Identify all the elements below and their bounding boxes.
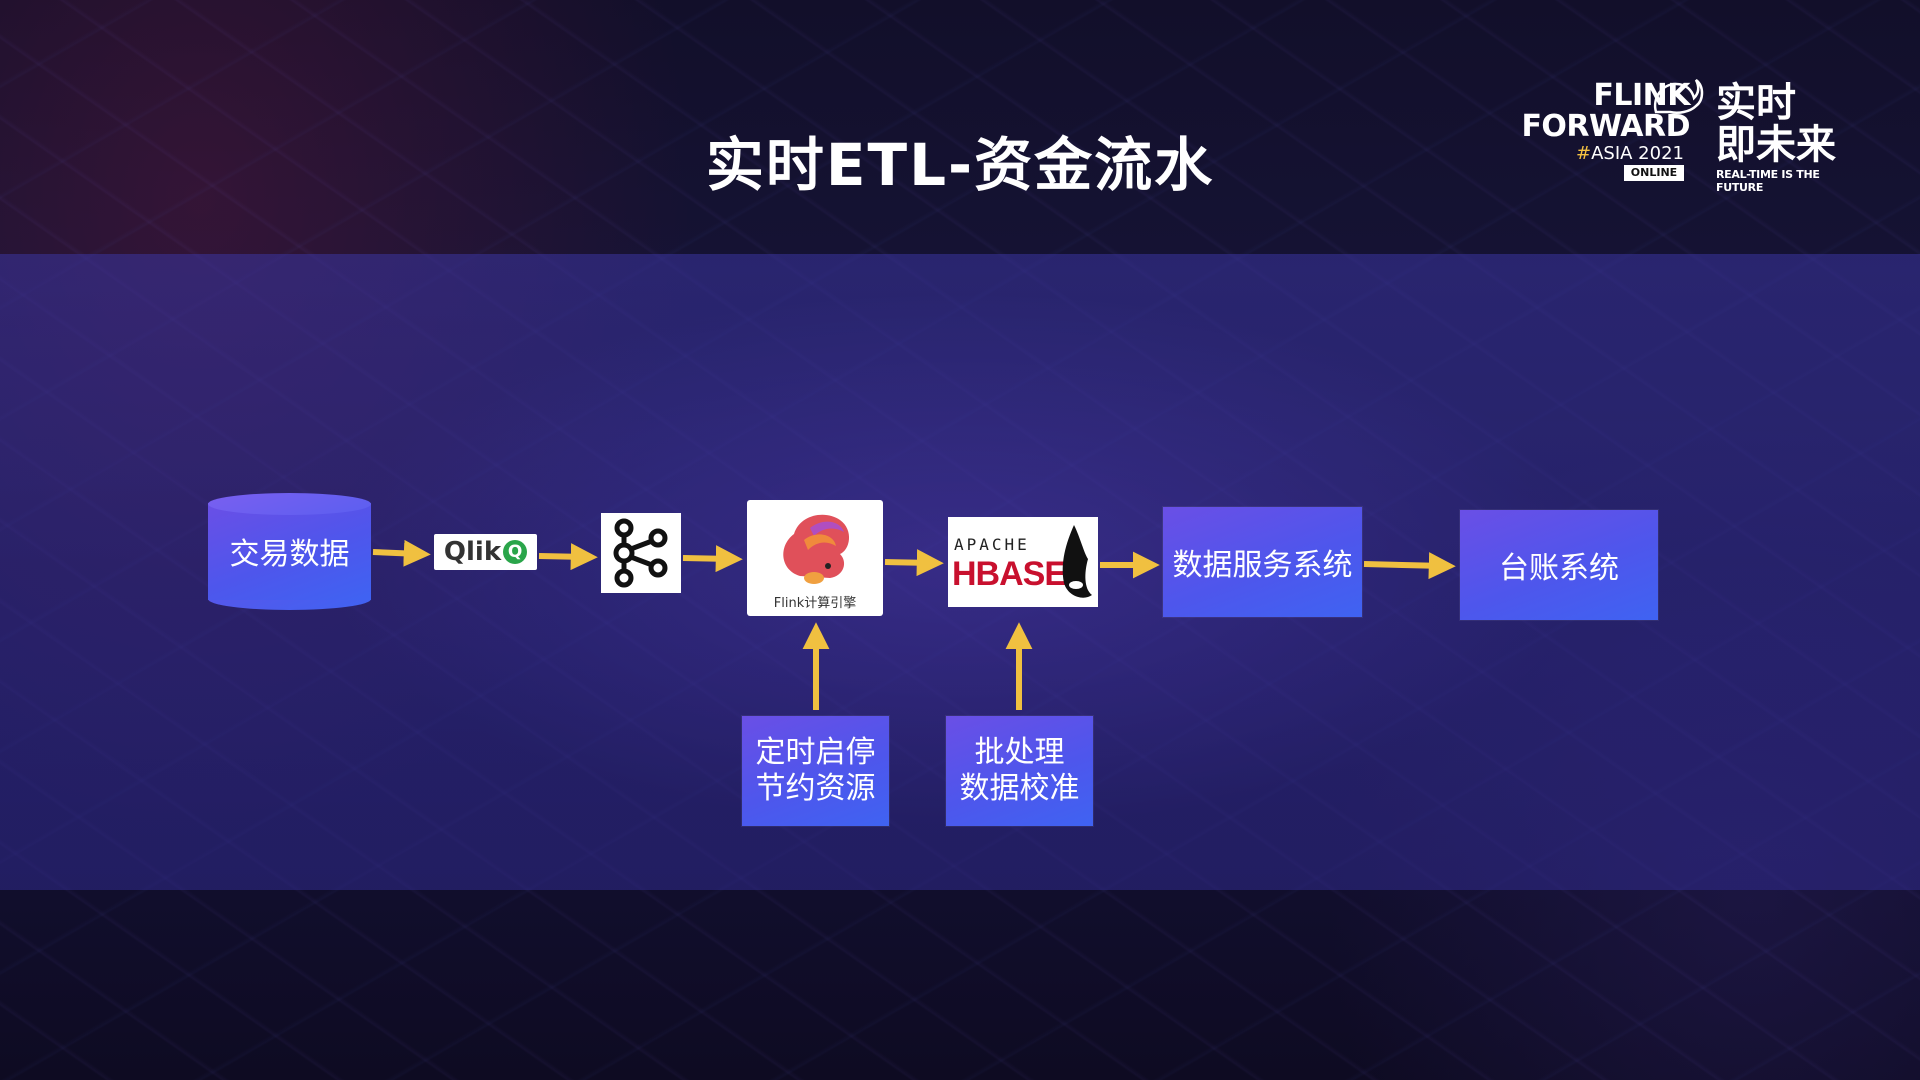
logo-line-forward: FORWARD	[1521, 109, 1690, 144]
db-top-cap	[208, 493, 371, 515]
batch-line1: 批处理	[974, 735, 1065, 770]
logo-chinese: 实时 即未来	[1716, 82, 1846, 166]
batch-line2: 数据校准	[959, 771, 1080, 806]
ledger-system: 台账系统	[1460, 510, 1658, 620]
logo-line-flink: FLINK	[1593, 78, 1690, 113]
slide-title: 实时ETL-资金流水	[705, 131, 1215, 199]
logo-wordmark: FLINK FORWARD	[1520, 80, 1690, 142]
qlik-mark-icon: Q	[503, 540, 528, 564]
batch-calibration-box: 批处理 数据校准	[946, 716, 1093, 826]
squirrel-icon	[1653, 79, 1704, 114]
flink-squirrel-icon	[783, 514, 850, 584]
hbase-name-text: HBASE	[952, 555, 1067, 593]
flink-engine: Flink计算引擎	[747, 500, 883, 616]
schedule-line1: 定时启停	[755, 735, 876, 770]
logo-edition: #ASIA 2021	[1520, 143, 1684, 164]
flink-caption: Flink计算引擎	[773, 595, 857, 611]
kafka-logo	[601, 513, 681, 593]
kafka-icon	[613, 518, 668, 588]
scheduled-start-stop-box: 定时启停 节约资源	[742, 716, 889, 826]
hbase-apache-text: APACHE	[954, 535, 1030, 554]
transaction-data-db: 交易数据	[208, 493, 371, 610]
hbase-logo: APACHE HBASE	[948, 517, 1098, 607]
db-body	[208, 503, 371, 600]
logo-tagline: REAL-TIME IS THE FUTURE	[1716, 168, 1820, 194]
online-badge: ONLINE	[1624, 165, 1684, 181]
edition-text: ASIA 2021	[1591, 143, 1684, 164]
qlik-text: Qlik	[443, 537, 502, 567]
orca-icon	[1062, 525, 1092, 598]
logo-cn-line1: 实时	[1716, 80, 1796, 126]
logo-cn-line2: 即未来	[1716, 122, 1836, 168]
data-service-system: 数据服务系统	[1163, 507, 1362, 617]
schedule-line2: 节约资源	[755, 771, 876, 806]
flink-forward-logo: FLINK FORWARD #ASIA 2021 ONLINE 实时 即未来 R…	[1520, 68, 1840, 194]
edition-hash: #	[1576, 143, 1592, 164]
db-label: 交易数据	[229, 537, 350, 572]
